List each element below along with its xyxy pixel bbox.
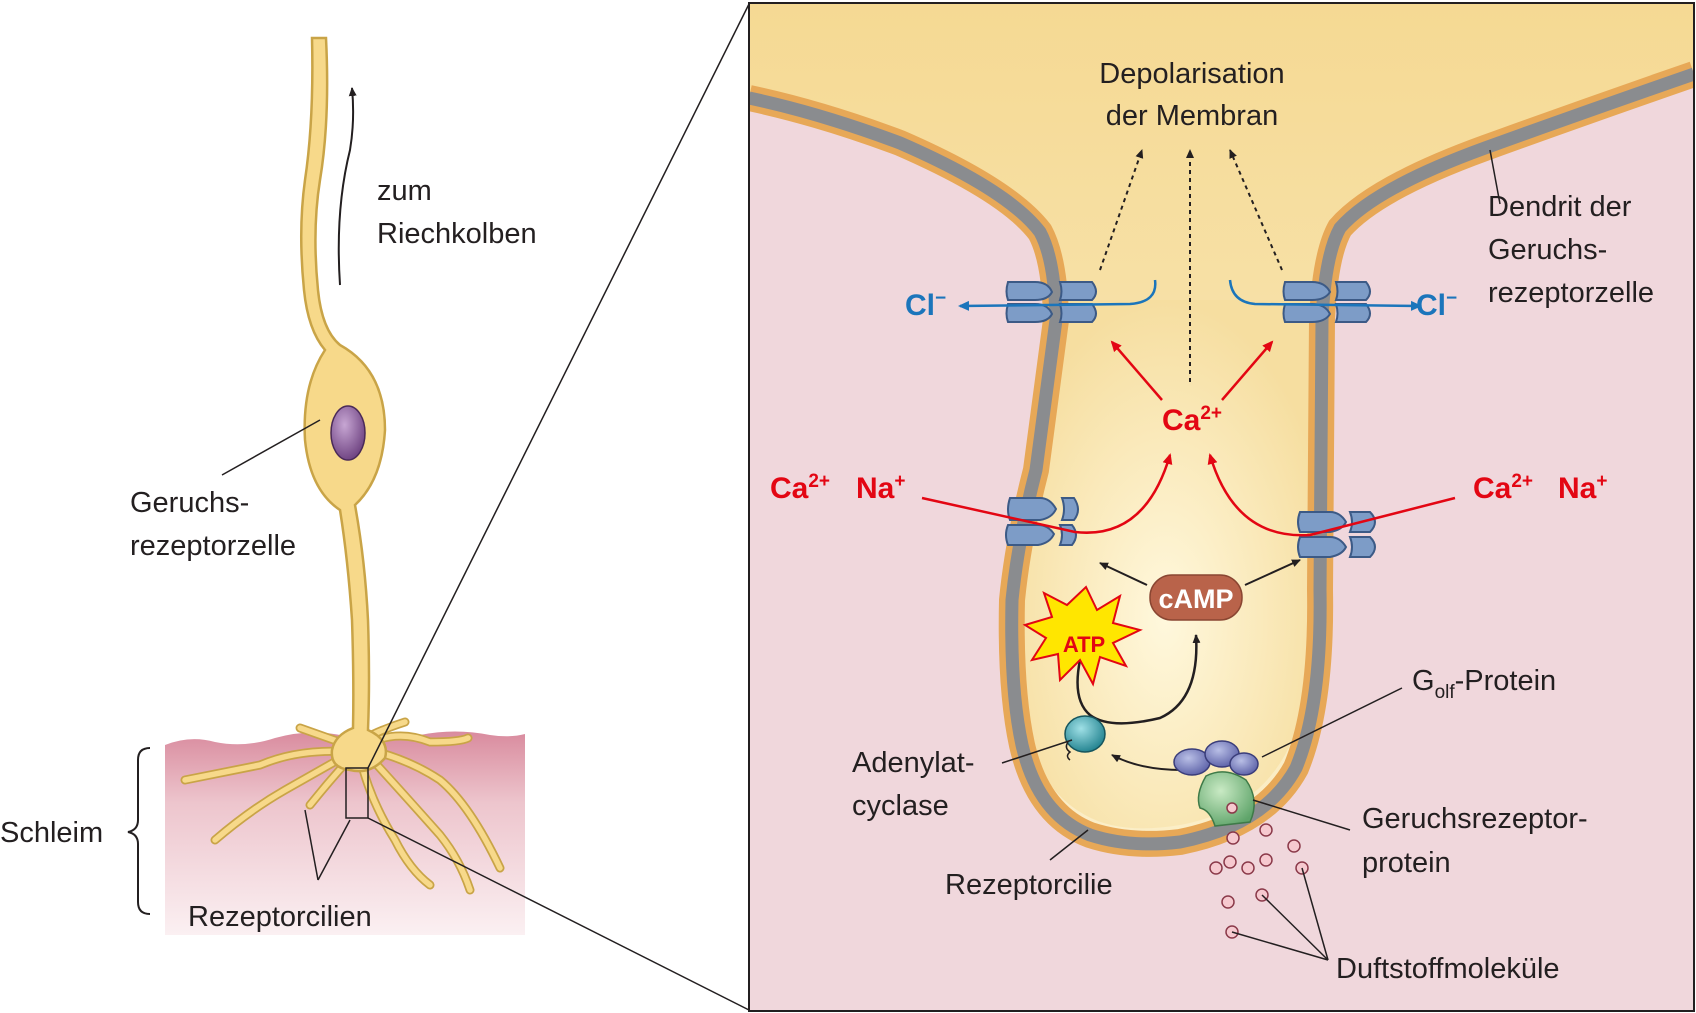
label-riechkolben: Riechkolben bbox=[377, 218, 537, 250]
label-rezeptorzelle: rezeptorzelle bbox=[130, 530, 296, 562]
label-cyclase: cyclase bbox=[852, 790, 949, 822]
ion-cl-right: Cl− bbox=[1416, 288, 1457, 322]
label-der-membran: der Membran bbox=[1106, 100, 1278, 132]
label-zum: zum bbox=[377, 175, 432, 207]
label-rezeptorcilie: Rezeptorcilie bbox=[945, 869, 1113, 901]
label-adenylat: Adenylat- bbox=[852, 747, 975, 779]
camp-to-channel-left-arrow bbox=[1099, 562, 1148, 586]
zoom-line-top bbox=[367, 3, 750, 769]
camp-to-channel-right-arrow bbox=[1244, 559, 1301, 586]
leader-receptor-cell bbox=[221, 419, 321, 476]
ca-to-cl-left-arrow bbox=[1110, 340, 1163, 401]
label-geruchs: Geruchs- bbox=[130, 487, 249, 519]
cation-influx-right bbox=[1207, 453, 1456, 537]
cl-channel-left bbox=[1005, 281, 1097, 323]
camp-label: cAMP bbox=[1158, 584, 1233, 614]
cation-influx-left bbox=[921, 453, 1173, 534]
receptor-cell-overview bbox=[127, 3, 750, 1011]
ion-ca-intracellular: Ca2+ bbox=[1162, 403, 1222, 437]
label-dendrit-rezeptorzelle: rezeptorzelle bbox=[1488, 277, 1654, 309]
leader-cilia-2 bbox=[317, 819, 351, 881]
label-dendrit-geruchs: Geruchs- bbox=[1488, 234, 1607, 266]
label-schleim: Schleim bbox=[0, 817, 103, 849]
depolarisation-arrows bbox=[1099, 149, 1283, 382]
cl-flow-right bbox=[1228, 279, 1422, 311]
cl-channel-right bbox=[1282, 281, 1371, 323]
ion-ca-left: Ca2+ bbox=[770, 471, 830, 505]
ion-cl-left: Cl− bbox=[905, 288, 946, 322]
cng-channel-left bbox=[1005, 497, 1079, 546]
cl-flow-left bbox=[958, 279, 1157, 311]
label-duftstoffmolekuele: Duftstoffmoleküle bbox=[1336, 953, 1560, 985]
zoom-box bbox=[345, 767, 369, 819]
cilium-lumen bbox=[1020, 300, 1311, 829]
label-dendrit-der: Dendrit der bbox=[1488, 191, 1632, 223]
ion-na-right: Na+ bbox=[1558, 471, 1607, 505]
bound-odorant bbox=[1226, 802, 1238, 814]
odorant-receptor-protein bbox=[1197, 771, 1255, 827]
golf-to-ac-arrow bbox=[1111, 754, 1183, 771]
label-rezeptorcilien: Rezeptorcilien bbox=[188, 901, 372, 933]
schleim-brace bbox=[127, 747, 151, 915]
atp-to-camp-arrow bbox=[1076, 634, 1201, 725]
label-depolarisation: Depolarisation bbox=[1099, 58, 1284, 90]
label-protein: protein bbox=[1362, 847, 1451, 879]
atp-label: ATP bbox=[1063, 632, 1105, 657]
adenylate-cyclase bbox=[1064, 715, 1106, 753]
mucus-layer bbox=[165, 731, 525, 935]
ca-to-cl-right-arrow bbox=[1221, 340, 1274, 401]
zoom-panel-border bbox=[748, 2, 1695, 1012]
zoom-panel bbox=[749, 2, 1694, 1011]
ion-ca-right: Ca2+ bbox=[1473, 471, 1533, 505]
right-leader-lines bbox=[1001, 149, 1501, 961]
membrane-core bbox=[749, 67, 1694, 851]
leader-cilia-1 bbox=[304, 809, 319, 881]
atp-burst bbox=[1022, 585, 1143, 687]
zoom-line-bottom bbox=[367, 817, 750, 1011]
label-geruchsrezeptor: Geruchsrezeptor- bbox=[1362, 803, 1588, 835]
adenylate-cyclase-anchor bbox=[1065, 741, 1072, 761]
label-golf-protein: Golf-Protein bbox=[1412, 665, 1556, 703]
ion-na-left: Na+ bbox=[856, 471, 905, 505]
axon-direction-arrow bbox=[337, 87, 357, 286]
receptor-cell-body bbox=[299, 36, 388, 773]
golf-protein bbox=[1173, 740, 1259, 776]
camp-molecule bbox=[1149, 574, 1243, 621]
nucleus bbox=[330, 405, 366, 461]
